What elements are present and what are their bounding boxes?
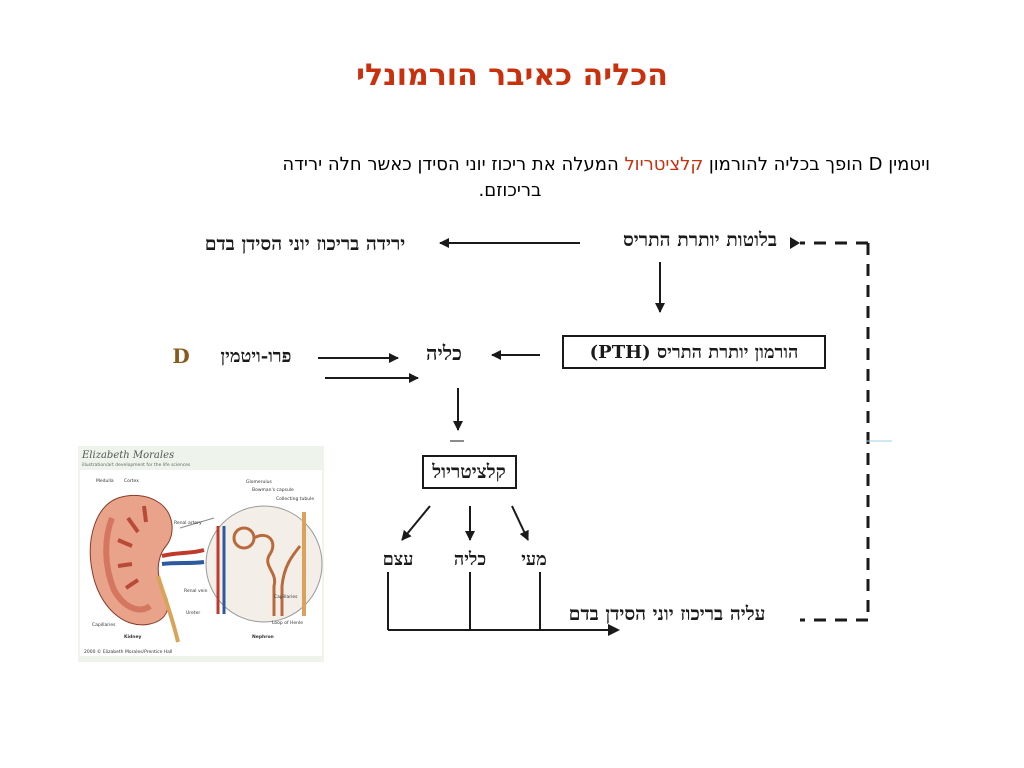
description-text: ויטמין D הופך בכליה להורמון קלציטריול המ…: [90, 152, 930, 204]
kidney-drawing: [89, 494, 205, 643]
target-bracket: [387, 572, 610, 631]
label-calcitriol: קלציטריול: [431, 461, 506, 483]
lbl-copyright: 2000 © Elizabeth Morales/Prentice Hall: [84, 648, 172, 655]
description-before: ויטמין D הופך בכליה להורמון: [703, 154, 930, 175]
lbl-medulla: Medulla: [96, 478, 114, 484]
lbl-capillaries-2: Capillaries: [92, 622, 116, 628]
kidney-nephron-illustration: Elizabeth Morales illustration/art devel…: [78, 446, 324, 662]
calcitriol-box: [422, 455, 517, 489]
nephron-drawing: [205, 505, 323, 623]
page-title: הכליה כאיבר הורמונלי: [356, 58, 668, 93]
lbl-renal-artery: Renal artery: [174, 520, 202, 526]
lbl-nephron: Nephron: [252, 634, 274, 640]
label-kidney: כליה: [426, 341, 462, 365]
bracket-arrowhead: [608, 624, 620, 636]
description-line2: בריכוזם.: [478, 180, 542, 201]
illustration-credit-sub: illustration/art development for the lif…: [82, 462, 191, 468]
arrow-to-bone: [401, 505, 431, 541]
lbl-cortex: Cortex: [124, 478, 139, 484]
lbl-renal-vein: Renal vein: [184, 588, 208, 594]
illustration-credit: Elizabeth Morales: [81, 450, 174, 461]
lbl-capillaries: Capillaries: [274, 594, 298, 600]
label-kidney-target: כליה: [454, 549, 486, 570]
label-parathyroid: בלוטות יותרת התריס: [623, 229, 777, 251]
label-bone: עצם: [383, 549, 414, 570]
calcitriol-highlight: קלציטריול: [624, 154, 704, 175]
label-provitamin-d: D: [172, 344, 189, 368]
lbl-bowman: Bowman's capsule: [252, 487, 294, 493]
label-provitamin: פרו-ויטמין: [221, 346, 292, 367]
feedback-arrowhead: [790, 237, 800, 249]
label-rise-calcium: עליה בריכוז יוני הסידן בדם: [569, 603, 766, 625]
label-pth: הורמון יותרת התריס (PTH): [590, 342, 799, 363]
lbl-glomerulus: Glomerulus: [246, 479, 272, 485]
arrow-to-intestine: [511, 505, 529, 541]
lbl-collecting: Collecting tubule: [276, 496, 314, 502]
pth-box: [562, 335, 826, 369]
lbl-loop: Loop of Henle: [272, 620, 303, 626]
feedback-loop-dashed: [800, 241, 870, 622]
label-intestine: מעי: [521, 549, 547, 570]
lbl-kidney: Kidney: [124, 634, 142, 640]
lbl-ureter: Ureter: [186, 610, 200, 616]
description-after: המעלה את ריכוז יוני הסידן כאשר חלה ירידה: [282, 154, 625, 175]
label-low-calcium: ירידה בריכוז יוני הסידן בדם: [205, 233, 406, 255]
